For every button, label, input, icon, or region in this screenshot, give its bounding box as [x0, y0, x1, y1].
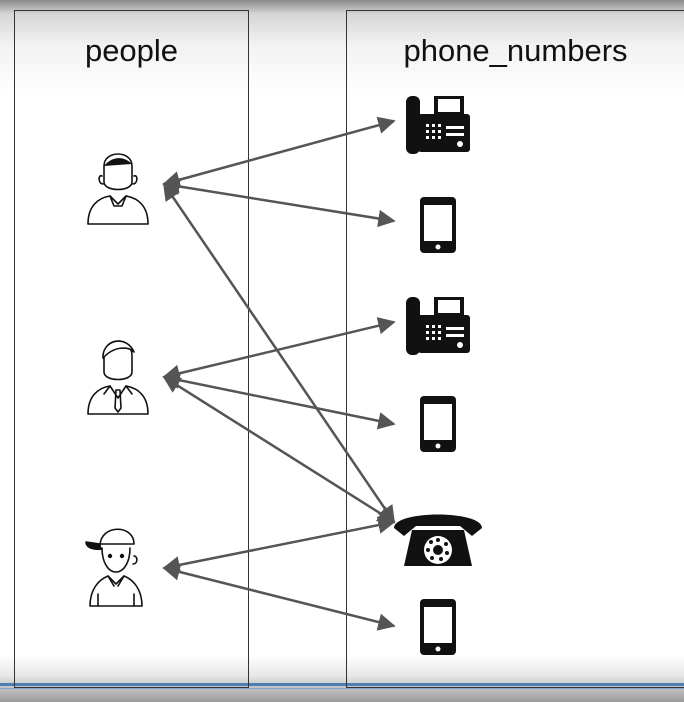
mobile-phone-icon: [420, 599, 456, 655]
phone-numbers-column-title: phone_numbers: [403, 33, 628, 68]
man-with-tie-icon: [87, 340, 149, 415]
link-arrow-person-boy-cap-to-mobile-3: [162, 563, 396, 631]
mobile-phone-icon: [420, 396, 456, 452]
bottom-divider-secondary: [0, 688, 684, 689]
link-arrow-person-man-tie-to-desk-phone-2: [162, 317, 396, 382]
link-arrow-person-man-tie-to-rotary-phone: [162, 375, 396, 524]
desk-phone-icon: [406, 96, 470, 154]
links-layer: [162, 116, 396, 631]
bottom-divider: [0, 683, 684, 686]
link-arrow-person-man-tie-to-mobile-2: [162, 371, 396, 430]
bottom-shading: [0, 655, 684, 702]
link-arrow-person-woman-to-rotary-phone: [162, 182, 396, 524]
rotary-phone-icon: [394, 514, 482, 566]
link-arrow-person-woman-to-desk-phone-1: [162, 116, 396, 189]
boy-with-cap-icon: [85, 528, 143, 607]
link-arrow-person-boy-cap-to-rotary-phone: [162, 516, 396, 574]
top-shading: [0, 0, 684, 95]
mobile-phone-icon: [420, 197, 456, 253]
desk-phone-icon: [406, 297, 470, 355]
link-arrow-person-woman-to-mobile-1: [162, 177, 396, 228]
people-column-title: people: [84, 33, 179, 68]
woman-icon: [87, 153, 149, 225]
